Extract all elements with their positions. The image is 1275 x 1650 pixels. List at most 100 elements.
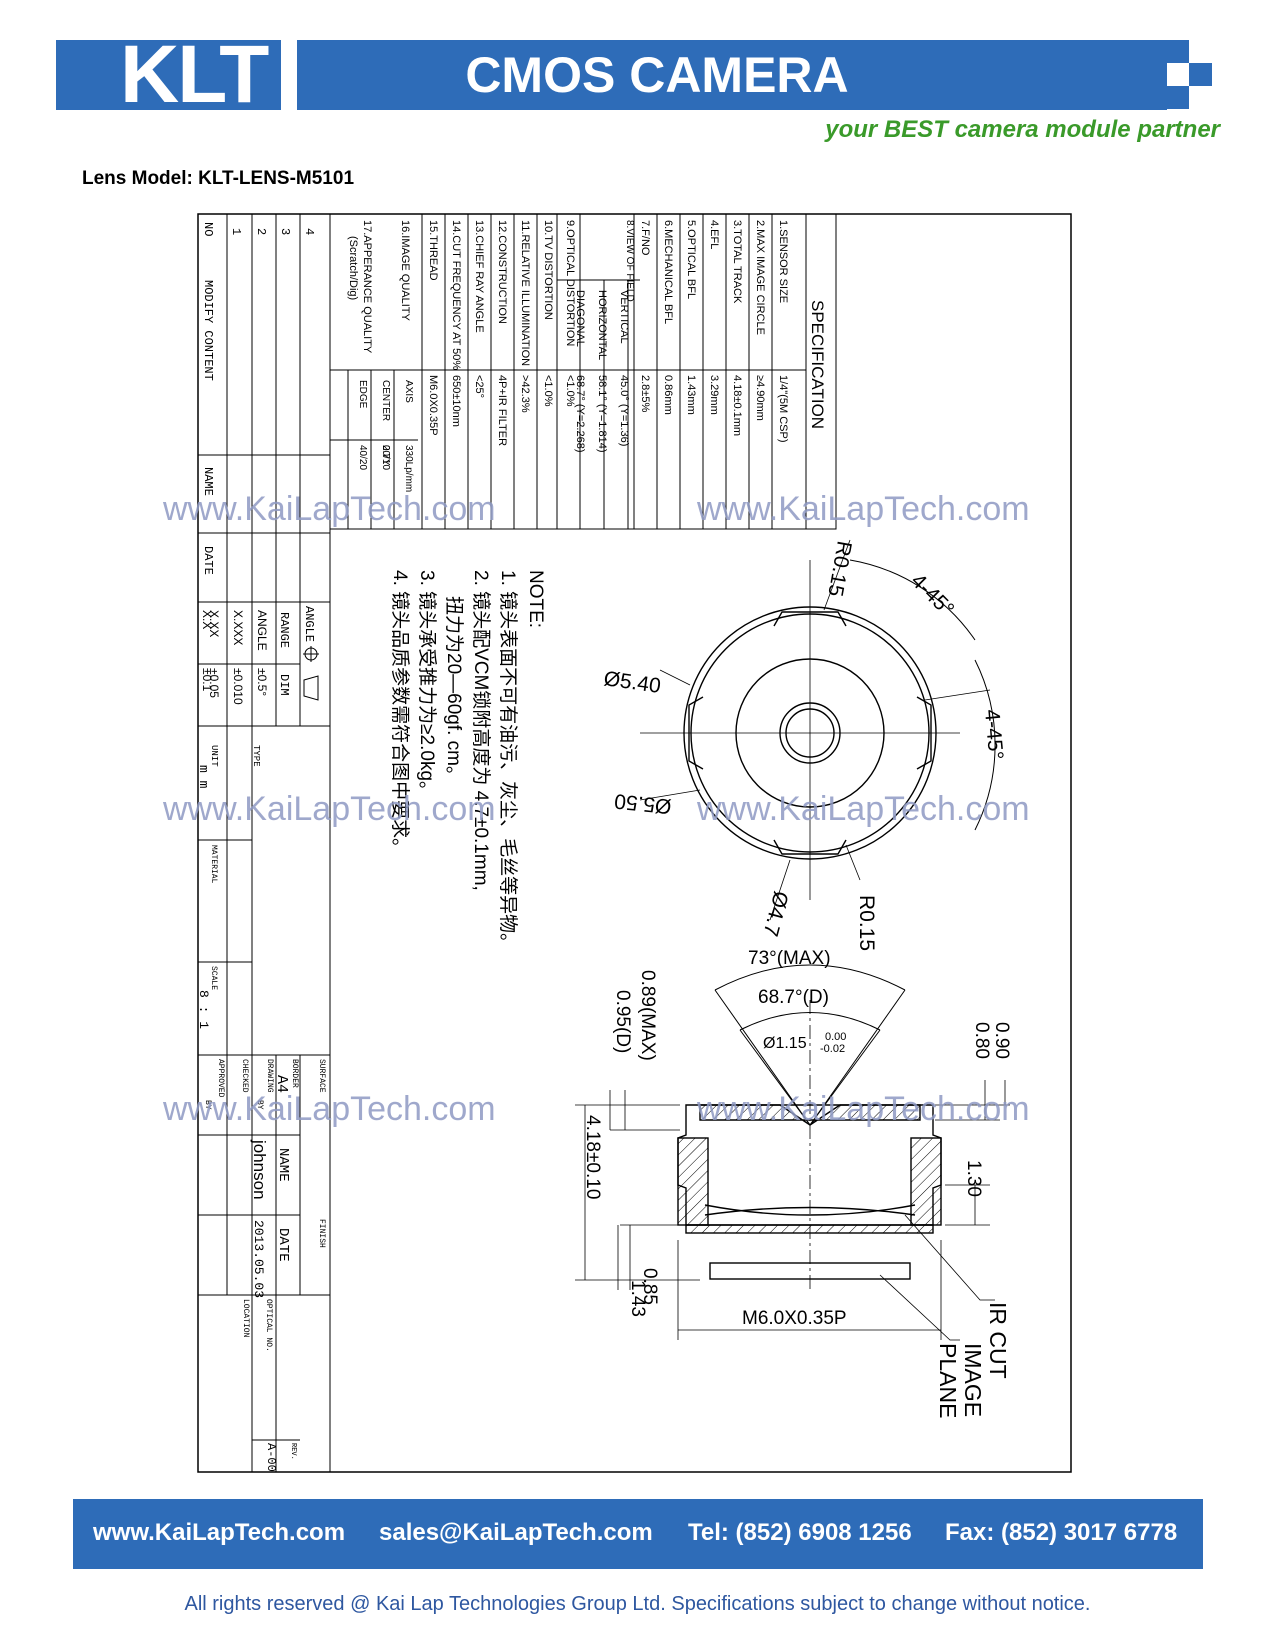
rev-no-1: 1: [229, 228, 243, 235]
note-1: 1. 镜头表面不可有油污、灰尘、毛丝等异物。: [497, 570, 519, 952]
label-image-plane-2: PLANE: [935, 1343, 961, 1418]
tol-row-dim: ±0.1: [200, 668, 214, 692]
spec-row-value: 3.29mm: [708, 375, 720, 415]
dim-angle-top: 4-45°: [906, 569, 958, 621]
iq-row-a: 0.7Y: [380, 445, 391, 466]
drawn-by: johnson: [250, 1139, 269, 1200]
lens-top-view: [639, 539, 996, 921]
watermark: www.KaiLapTech.com: [697, 790, 1030, 828]
rev-no-4: 4: [302, 228, 316, 235]
spec-row-label: 12.CONSTRUCTION: [496, 220, 508, 324]
drawn-date: 2013.05.03: [251, 1220, 266, 1298]
footer-email-link[interactable]: sales@KaiLapTech.com: [379, 1519, 653, 1546]
material-label: MATERIAL: [209, 845, 218, 884]
header-title-bar: CMOS CAMERA MODULES: [297, 40, 1167, 163]
border-label: BORDER: [290, 1059, 299, 1088]
watermark: www.KaiLapTech.com: [163, 790, 496, 828]
watermark: www.KaiLapTech.com: [697, 490, 1030, 528]
rev-no-3: 3: [278, 228, 292, 235]
tagline: your BEST camera module partner: [825, 116, 1220, 143]
tol-row-range: ANGLE: [255, 610, 269, 651]
rev-header-content: MODIFY CONTENT: [201, 280, 215, 381]
finish-label: FINISH: [317, 1219, 326, 1248]
note-4: 4. 镜头品质参数需符合图中要求。: [389, 570, 411, 857]
watermark: www.KaiLapTech.com: [163, 1090, 496, 1128]
tol-row-dim: ±0.010: [231, 668, 245, 705]
spec-row-value: 650±10nm: [450, 375, 462, 427]
spec-row-value: ≥4.90mm: [754, 375, 766, 421]
dim-aperture-tol-up: 0.00: [825, 1031, 846, 1043]
title-block: [198, 725, 330, 1472]
spec-image-quality-label: 16.IMAGE QUALITY: [399, 220, 411, 322]
unit-value: m m: [196, 765, 211, 789]
spec-row-value: 2.8±5%: [639, 375, 651, 412]
drawing-label: DRAWING: [265, 1059, 274, 1093]
dim-aperture-tol-dn: -0.02: [820, 1043, 845, 1055]
dim-aperture: Ø1.15: [763, 1035, 807, 1052]
dim-fov-max: 73°(MAX): [748, 948, 831, 969]
dim-089: 0.89(MAX): [637, 970, 658, 1061]
spec-row-label: 4.EFL: [708, 220, 720, 249]
optical-no-label: OPTICAL NO.: [264, 1299, 273, 1352]
dim-angle-right: 4-45°: [980, 708, 1007, 760]
spec-row-label: 7.F/NO: [639, 220, 651, 256]
iq-row-b: 20/10: [380, 445, 391, 470]
tol-header-range: RANGE: [277, 612, 291, 648]
name-label: NAME: [275, 1148, 291, 1182]
spec-row-label: 14.CUT FREQUENCY AT 50%: [450, 220, 462, 370]
spec-row-value: 0.86mm: [662, 375, 674, 415]
note-2b: 扭力为20—60gf. cm。: [443, 596, 465, 785]
note-3: 3. 镜头承受推力为≥2.0kg。: [416, 570, 438, 800]
dim-130: 1.30: [963, 1160, 984, 1197]
spec-appearance-sub: (Scratch/Dig): [347, 236, 359, 300]
tol-row-range: X.XX: [207, 610, 221, 637]
spec-fov-row: HORIZONTAL: [596, 290, 608, 360]
scale-value: 8 : 1: [196, 990, 211, 1029]
spec-row-value: 1.43mm: [685, 375, 697, 415]
approved-by-label: BY: [203, 1100, 212, 1110]
footer-tel: Tel: (852) 6908 1256: [688, 1519, 912, 1546]
tol-row-range: X.X: [200, 610, 214, 629]
tol-row-range: X.XXX: [231, 610, 245, 645]
dim-d550: Ø5.50: [613, 789, 672, 818]
spec-row-label: 15.THREAD: [427, 220, 439, 281]
company-logo: KLT: [120, 29, 269, 120]
lens-model-label: Lens Model: KLT-LENS-M5101: [82, 168, 355, 189]
spec-row-value: >42.3%: [519, 375, 531, 413]
checkered-decoration: [1120, 40, 1218, 110]
rev-no-2: 2: [254, 228, 268, 235]
tol-header-dim: DIM: [277, 674, 291, 696]
dim-fov-d: 68.7°(D): [758, 987, 829, 1008]
watermark: www.KaiLapTech.com: [697, 1090, 1030, 1128]
dim-090: 0.90: [991, 1022, 1012, 1059]
spec-row-label: 5.OPTICAL BFL: [685, 220, 697, 299]
watermark: www.KaiLapTech.com: [163, 490, 496, 528]
tol-row-dim: ±0.5°: [255, 668, 269, 696]
iq-row-label: EDGE: [357, 380, 368, 409]
spec-row-label: 10.TV DISTORTION: [542, 220, 554, 320]
spec-row-value: M6.0X0.35P: [427, 375, 439, 436]
dim-r015-bottom: R0.15: [855, 895, 878, 951]
copyright-notice: All rights reserved @ Kai Lap Technologi…: [184, 1593, 1091, 1615]
type-label: TYPE: [251, 745, 261, 767]
tol-angle-label: ANGLE: [302, 606, 316, 642]
dim-total-track: 4.18±0.10: [582, 1115, 603, 1199]
spec-optical-distortion-label: 9.OPTICAL DISTORTION: [564, 220, 576, 346]
spec-row-label: 11.RELATIVE ILLUMINATION: [519, 220, 531, 366]
by-label: BY: [255, 1100, 264, 1110]
footer-website-link[interactable]: www.KaiLapTech.com: [93, 1519, 346, 1546]
iq-row-b: 330Lp/mm: [403, 445, 414, 492]
dim-r015-top: R0.15: [823, 539, 855, 598]
spec-row-value: <1.0%: [542, 375, 554, 407]
rev-header-no: NO: [201, 222, 215, 236]
side-view-dims: 73°(MAX) 68.7°(D) Ø1.15 0.00 -0.02 0.89(…: [582, 948, 1012, 1418]
border-value: A4: [273, 1075, 290, 1093]
scale-label: SCALE: [209, 966, 218, 990]
lens-side-view: [575, 964, 1010, 1341]
spec-row-label: 6.MECHANICAL BFL: [662, 220, 674, 324]
spec-row-label: 1.SENSOR SIZE: [777, 220, 789, 303]
footer-bar: www.KaiLapTech.com sales@KaiLapTech.com …: [73, 1499, 1203, 1569]
iq-row-label: AXIS: [403, 380, 414, 403]
spec-fov-value: 58.1° (Y=1.814): [596, 375, 608, 452]
